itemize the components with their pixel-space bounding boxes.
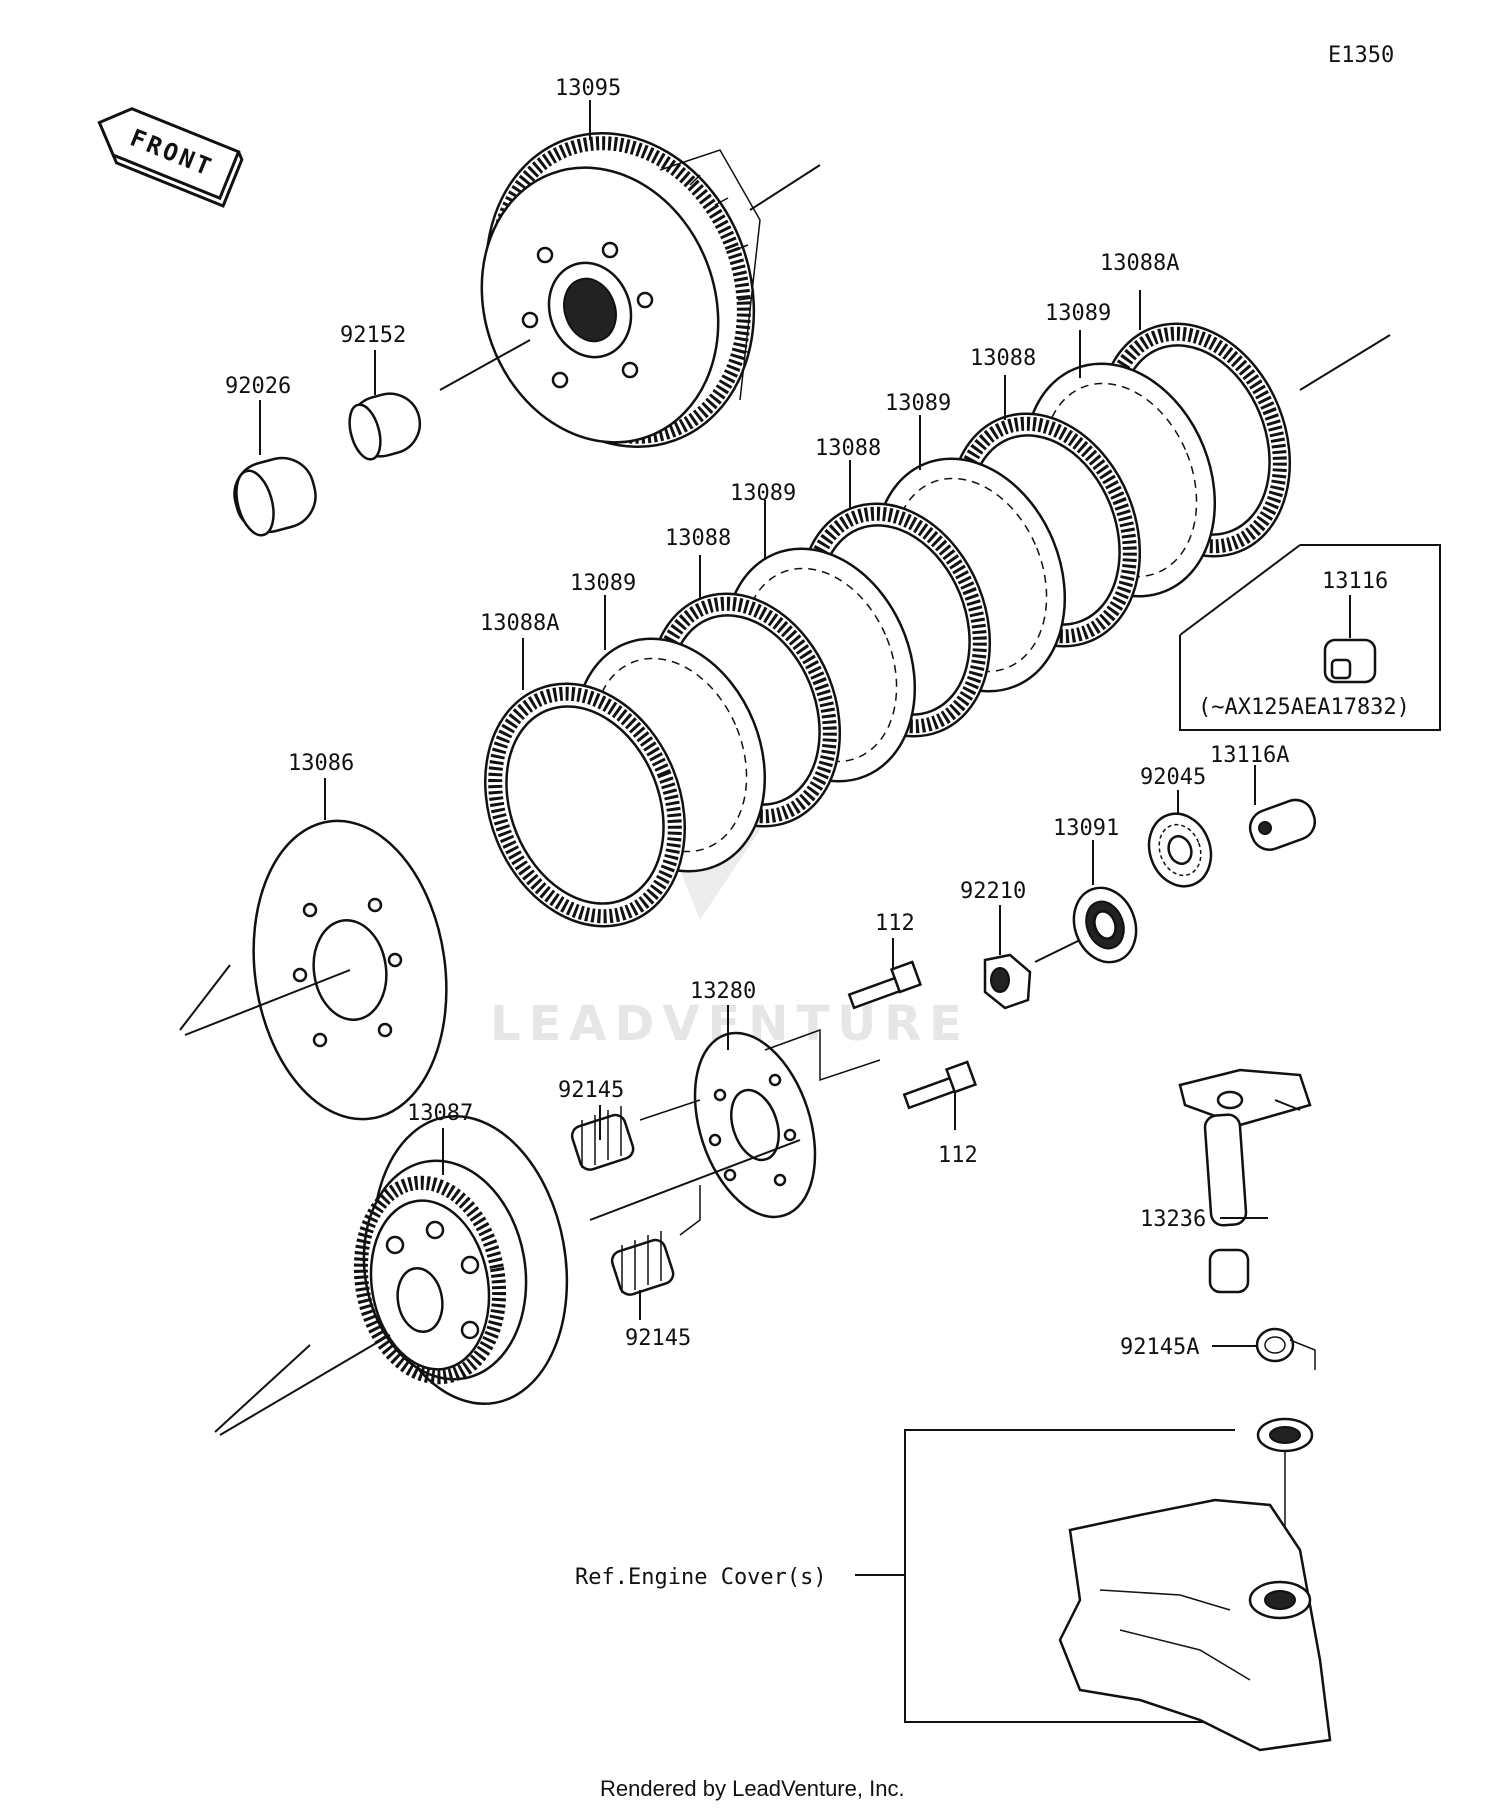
label-92145A: 92145A <box>1120 1335 1199 1360</box>
leader-hub-to-plate <box>589 1139 801 1221</box>
spring-92145-top <box>570 1106 635 1171</box>
bolt-112-top <box>847 960 923 1010</box>
spring-top-leader <box>639 1099 701 1121</box>
nut-92210 <box>983 953 1032 1010</box>
leader-stack-right <box>1299 334 1391 391</box>
label-92145-bottom: 92145 <box>625 1326 691 1351</box>
footer-credit: Rendered by LeadVenture, Inc. <box>600 1776 905 1801</box>
leader-nut-to-seal <box>1034 939 1081 963</box>
pin-13116A <box>1248 798 1317 851</box>
inset-box-13116 <box>1179 544 1441 731</box>
label-13088-c: 13088 <box>665 526 731 551</box>
collar-92026 <box>233 456 317 537</box>
label-13088-b: 13088 <box>815 436 881 461</box>
clutch-housing-13095 <box>480 131 761 449</box>
label-112-top: 112 <box>875 911 915 936</box>
leader-13086-axis-tick <box>179 964 231 1031</box>
spring-92145A <box>1255 1327 1316 1370</box>
label-92152: 92152 <box>340 323 406 348</box>
label-13116: 13116 <box>1322 569 1388 594</box>
spring-bottom-leader <box>679 1185 701 1236</box>
label-13086: 13086 <box>288 751 354 776</box>
label-112-bottom: 112 <box>938 1143 978 1168</box>
sleeve-92152 <box>348 392 422 461</box>
label-13089-c: 13089 <box>730 481 796 506</box>
label-13116A: 13116A <box>1210 743 1289 768</box>
label-92145-top: 92145 <box>558 1078 624 1103</box>
label-13089-d: 13089 <box>570 571 636 596</box>
leader-13095-left <box>439 339 531 391</box>
label-13089-a: 13089 <box>1045 301 1111 326</box>
label-13091: 13091 <box>1053 816 1119 841</box>
label-13089-b: 13089 <box>885 391 951 416</box>
label-ref-engine-cover: Ref.Engine Cover(s) <box>575 1565 827 1590</box>
leader-13086-axis <box>184 969 351 1036</box>
front-arrow-icon: FRONT <box>97 107 244 208</box>
label-92045: 92045 <box>1140 765 1206 790</box>
label-92210: 92210 <box>960 879 1026 904</box>
diagram-code: E1350 <box>1328 43 1394 68</box>
seal-13091 <box>1072 886 1138 964</box>
leader-13087-axis <box>219 1334 391 1436</box>
leader-13087-axis-tick <box>214 1344 311 1433</box>
leader-13095-right <box>749 164 821 211</box>
label-13087: 13087 <box>407 1101 473 1126</box>
label-13088A-top: 13088A <box>1100 251 1179 276</box>
plate-13088A-left <box>483 682 687 928</box>
bolt-leaders <box>764 1028 881 1082</box>
label-13088A-left: 13088A <box>480 611 559 636</box>
pressure-plate-13280 <box>693 1031 817 1219</box>
spring-92145-bottom <box>610 1231 675 1296</box>
label-13088-a: 13088 <box>970 346 1036 371</box>
bolt-112-bottom <box>902 1060 978 1110</box>
bearing-92045 <box>1147 812 1213 888</box>
label-13280: 13280 <box>690 979 756 1004</box>
label-92026: 92026 <box>225 374 291 399</box>
label-13095: 13095 <box>555 76 621 101</box>
label-13116-note: (~AX125AEA17832) <box>1198 695 1410 720</box>
engine-cover-reference <box>855 1417 1332 1752</box>
label-13236: 13236 <box>1140 1207 1206 1232</box>
release-shaft-13236 <box>1178 1068 1312 1294</box>
clutch-hub-13087 <box>353 1115 569 1405</box>
